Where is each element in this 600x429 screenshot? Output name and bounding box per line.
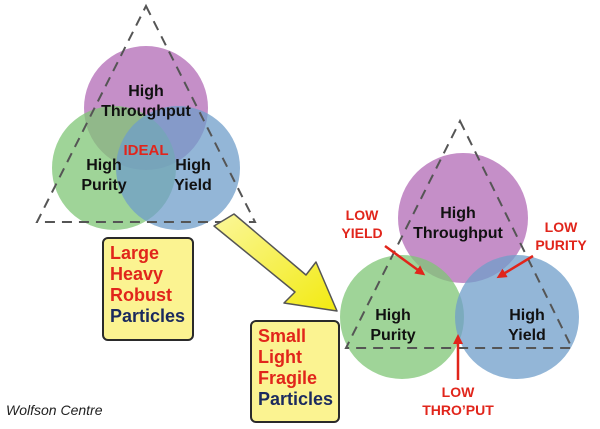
low-throughput-line2: THRO’PUT (422, 402, 494, 418)
credit-label: Wolfson Centre (6, 402, 103, 418)
box-line-small: Small (258, 326, 307, 346)
right-throughput-line2: Throughput (413, 225, 503, 242)
right-throughput-line1: High (440, 205, 476, 222)
left-circle-yield (116, 106, 240, 230)
box-line-heavy: Heavy (110, 264, 164, 284)
right-venn: High Throughput High Purity High Yield L… (340, 118, 587, 418)
right-purity-line2: Purity (370, 327, 415, 344)
low-yield-line2: YIELD (341, 225, 382, 241)
left-purity-line1: High (86, 157, 122, 174)
left-triangle (35, 3, 257, 223)
box-line-particles: Particles (110, 306, 186, 326)
left-throughput-line2: Throughput (101, 103, 191, 120)
left-throughput-line1: High (128, 83, 164, 100)
low-purity-line1: LOW (545, 219, 578, 235)
low-throughput-line1: LOW (442, 384, 475, 400)
box-line-fragile: Fragile (258, 368, 318, 388)
small-particles-box: Small Light Fragile Particles (250, 320, 340, 423)
right-purity-line1: High (375, 307, 411, 324)
box-line-light: Light (258, 347, 302, 367)
low-yield-arrow (384, 244, 426, 276)
box-line-robust: Robust (110, 285, 172, 305)
low-purity-arrow (496, 254, 534, 279)
box-line-particles-2: Particles (258, 389, 334, 409)
ideal-label: IDEAL (124, 142, 169, 159)
right-yield-line1: High (509, 307, 545, 324)
transition-arrow (213, 213, 338, 312)
left-yield-line2: Yield (174, 177, 212, 194)
low-yield-line1: LOW (346, 207, 379, 223)
left-purity-line2: Purity (81, 177, 126, 194)
low-purity-line2: PURITY (535, 237, 587, 253)
right-yield-line2: Yield (508, 327, 546, 344)
box-line-large: Large (110, 243, 160, 263)
left-venn: High Throughput High Purity High Yield I… (35, 3, 257, 230)
right-circle-throughput (398, 153, 528, 283)
large-particles-box: Large Heavy Robust Particles (102, 237, 194, 341)
left-yield-line1: High (175, 157, 211, 174)
